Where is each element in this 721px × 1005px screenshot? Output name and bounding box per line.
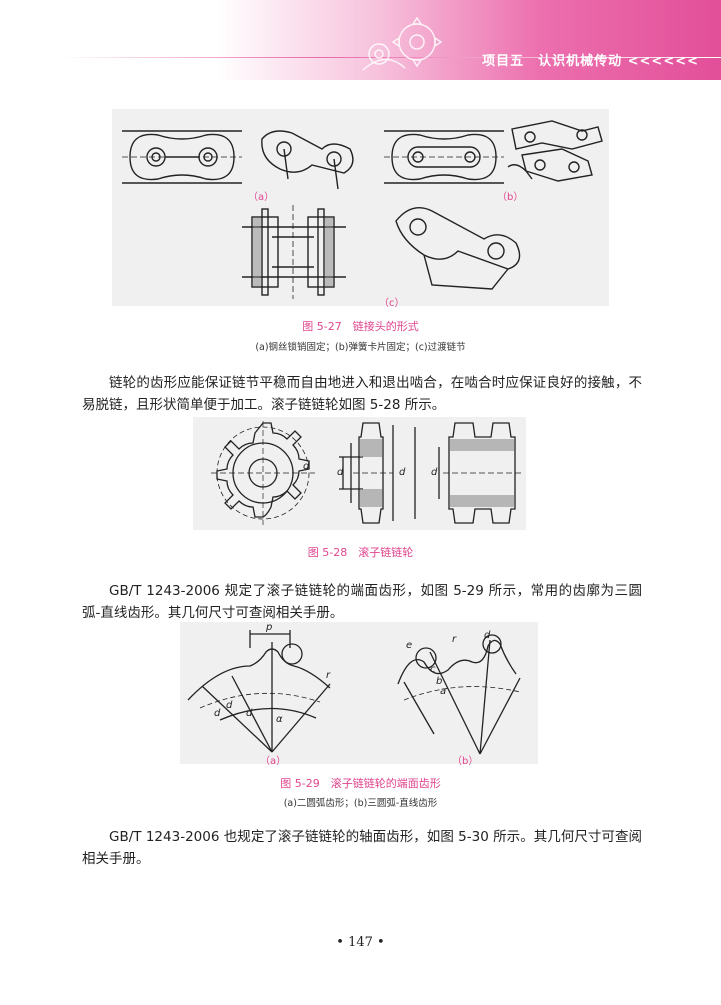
figure-5-27-subcaption: (a)钢丝锁销固定；(b)弹簧卡片固定；(c)过渡链节: [255, 342, 466, 353]
dim-b-e-label: e: [406, 640, 412, 651]
tooth-profile-drawing: p α d d d r e r d c b a: [187, 622, 521, 755]
fig-27-label-b: （b）: [497, 192, 524, 203]
dim-b-d-label: d: [484, 630, 491, 641]
figure-5-29-subcaption: (a)二圆弧齿形；(b)三圆弧-直线齿形: [283, 798, 438, 809]
page-number: • 147 •: [336, 935, 385, 950]
dim-b-c-label: c: [430, 664, 436, 675]
dim-a-df-label: d: [246, 708, 253, 719]
chain-joint-drawings: [122, 120, 603, 299]
dim-alpha-label: α: [276, 714, 283, 725]
fig-29-label-a: （a）: [260, 756, 287, 767]
dim-dg-label: d: [431, 467, 438, 478]
figure-5-28: d d d d: [193, 417, 526, 530]
header-rule: [60, 57, 721, 58]
dim-dk-label: d: [337, 467, 344, 478]
dim-d-label: d: [303, 461, 310, 472]
figure-5-29: p α d d d r e r d c b a: [180, 622, 538, 764]
paragraph-axial-profile: GB/T 1243-2006 也规定了滚子链链轮的轴面齿形，如图 5-30 所示…: [82, 829, 642, 867]
figure-5-27: [112, 109, 609, 306]
gear-decoration-icon: [362, 16, 443, 71]
dim-a-r-label: r: [326, 670, 331, 681]
chapter-title: 项目五 认识机械传动 <<<<<<: [482, 54, 699, 69]
paragraph-sprocket-tooth: 链轮的齿形应能保证链节平稳而自由地进入和退出啮合，在啮合时应保证良好的接触，不易…: [82, 375, 642, 413]
dim-df-label: d: [399, 467, 406, 478]
figure-5-27-caption: 图 5-27 链接头的形式: [302, 320, 419, 333]
dim-p-label: p: [265, 622, 272, 633]
dim-b-a-label: a: [440, 686, 446, 697]
fig-27-label-c: （c）: [379, 298, 405, 309]
fig-29-label-b: （b）: [452, 756, 479, 767]
dim-b-b-label: b: [436, 676, 442, 687]
dim-a-d-label: d: [214, 708, 221, 719]
roller-sprocket-drawing: d d d d: [211, 421, 523, 525]
figure-5-28-caption: 图 5-28 滚子链链轮: [307, 546, 414, 559]
figure-5-29-caption: 图 5-29 滚子链链轮的端面齿形: [280, 777, 441, 790]
dim-a-d1-label: d: [226, 700, 233, 711]
fig-27-label-a: （a）: [248, 192, 275, 203]
page-header: [0, 0, 721, 80]
dim-b-r-label: r: [452, 634, 457, 645]
paragraph-end-face-profile: GB/T 1243-2006 规定了滚子链链轮的端面齿形，如图 5-29 所示，…: [82, 583, 642, 621]
